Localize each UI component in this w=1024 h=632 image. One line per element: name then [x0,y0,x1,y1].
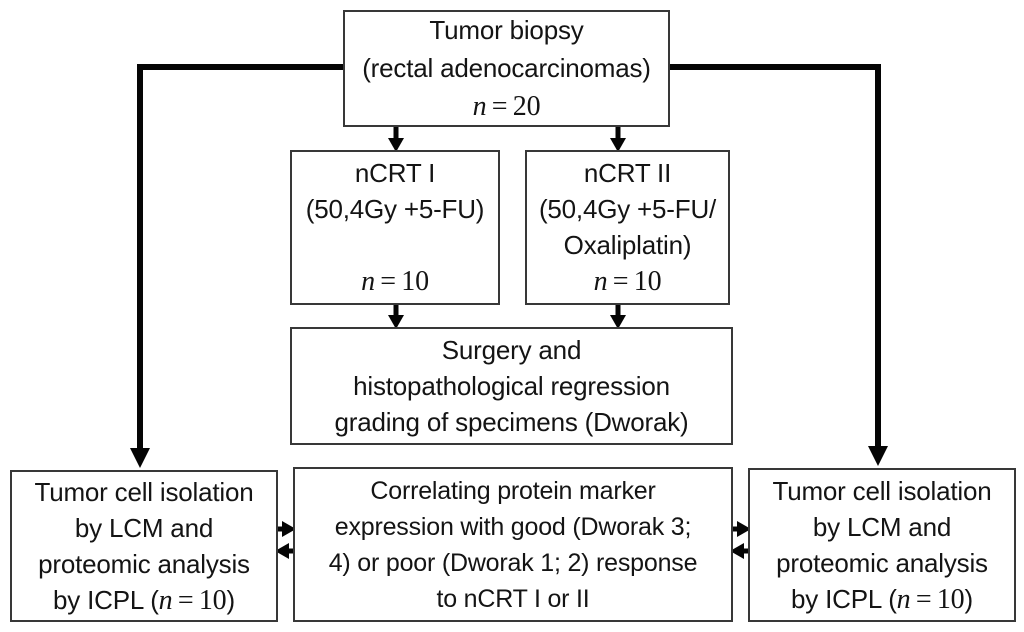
box-line: (50,4Gy +5-FU/ [538,194,717,224]
box-line: (50,4Gy +5-FU) [305,194,485,224]
box-line: by ICPL (n = 10) [791,583,973,615]
box-line [292,227,498,263]
box-line: Surgery and [441,335,582,365]
box-line: n = 10 [361,266,429,297]
node-ncrt-2: nCRT II (50,4Gy +5-FU/Oxaliplatin) n = 10 [525,150,730,305]
box-line: nCRT I [354,158,436,188]
node-lcm-proteomic-right: Tumor cell isolation by LCM and proteomic … [748,468,1016,622]
box-line: n = 20 [472,91,541,122]
node-lcm-proteomic-left: Tumor cell isolation by LCM and proteomic … [10,470,278,622]
box-line: n = 10 [593,266,662,297]
node-surgery-grading: Surgery and histopathological regression g… [290,327,733,445]
box-line: to nCRT I or II [436,584,590,613]
arrow-ncrt2-to-surgery [610,304,626,329]
box-line: by ICPL (n = 10) [53,584,235,616]
box-line: by LCM and [812,511,952,542]
box-line: by LCM and [74,512,214,543]
box-line: Tumor cell isolation [772,475,992,506]
box-line: Correlating protein marker [370,476,656,505]
node-marker-correlation: Correlating protein marker expression wit… [293,467,733,622]
arrow-ncrt1-to-surgery [388,304,404,329]
box-line: Oxaliplatin) [563,230,692,260]
box-line: nCRT II [583,158,672,188]
arrow-biopsy-to-ncrt1 [388,126,404,152]
box-line: 4) or poor (Dworak 1; 2) response [328,548,698,577]
box-line: grading of specimens (Dworak) [334,407,689,437]
box-line: proteomic analysis [38,548,250,579]
arrow-biopsy-to-ncrt2 [610,126,626,152]
box-line: proteomic analysis [776,547,988,578]
node-tumor-biopsy: Tumor biopsy (rectal adenocarcinomas) n = … [343,10,670,127]
box-line: histopathological regression [353,371,670,401]
node-ncrt-1: nCRT I (50,4Gy +5-FU) n = 10 [290,150,500,305]
box-line: expression with good (Dworak 3; [334,512,692,541]
box-line: (rectal adenocarcinomas) [362,53,651,83]
box-line: Tumor cell isolation [34,476,254,507]
box-line: Tumor biopsy [429,15,584,45]
